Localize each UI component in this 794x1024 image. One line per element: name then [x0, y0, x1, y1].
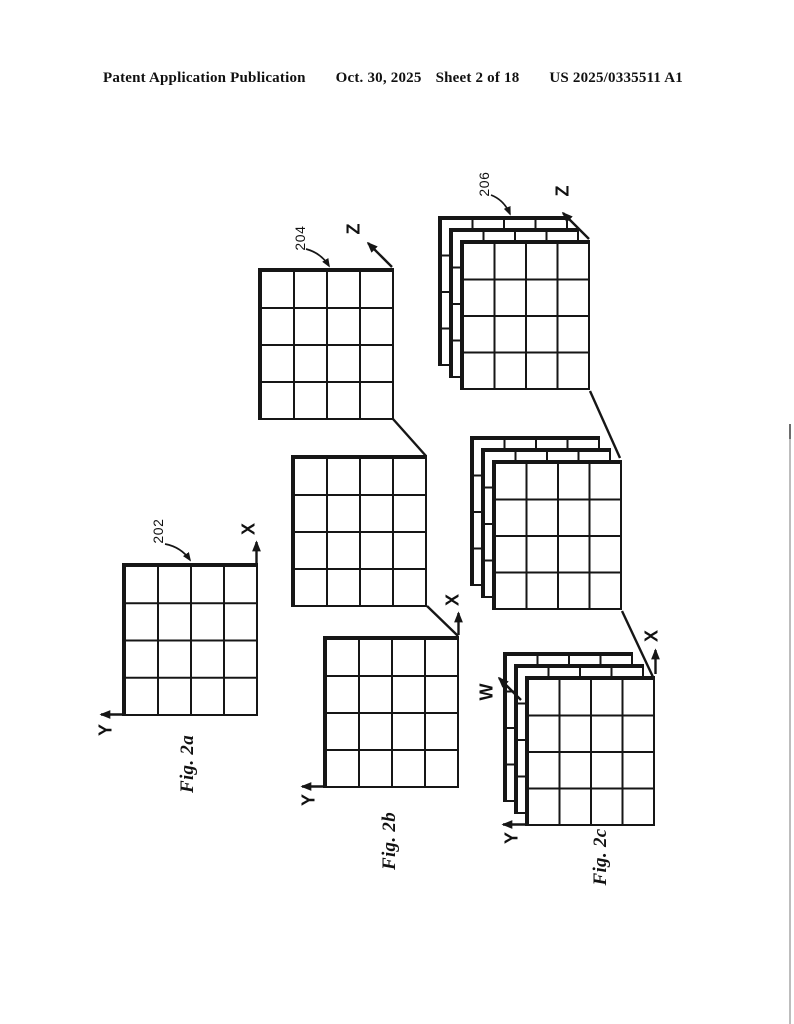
axis-z-arrow-2b	[366, 241, 393, 268]
axis-label-y-2a: Y	[95, 723, 116, 737]
z-connector-2b-2	[426, 605, 459, 637]
tensor-layer-2c-s1-front	[460, 240, 590, 390]
figure-caption-2a: Fig. 2a	[177, 734, 198, 794]
axis-label-w-2c: W	[476, 683, 497, 701]
figure-caption-2b: Fig. 2b	[379, 811, 400, 871]
ref-numeral-204: 204	[292, 225, 308, 251]
ref-pointer-202	[164, 543, 192, 562]
axis-label-x-2a: X	[238, 522, 259, 536]
axis-label-y-2b: Y	[298, 793, 319, 807]
header-publication: Patent Application Publication	[103, 70, 306, 86]
header-date-sheet: Oct. 30, 2025 Sheet 2 of 18	[336, 69, 520, 88]
figure-caption-2c: Fig. 2c	[590, 828, 611, 886]
tensor-layer-2c-s2-front	[492, 460, 622, 610]
axis-label-z-2b: Z	[343, 223, 364, 235]
scan-artifact-mark	[788, 424, 791, 439]
ref-numeral-206: 206	[476, 171, 492, 197]
header-patent-number: US 2025/0335511 A1	[549, 70, 683, 86]
ref-numeral-202: 202	[150, 518, 166, 544]
tensor-plane-2b-1	[258, 268, 394, 420]
ref-pointer-204	[305, 248, 330, 268]
axis-label-y-2c: Y	[501, 831, 522, 845]
header-sheet-number: Sheet 2 of 18	[435, 70, 520, 86]
tensor-plane-2b-3	[323, 636, 459, 788]
z-connector-2b-1	[392, 418, 427, 457]
tensor-layer-2c-s3-front	[525, 676, 655, 826]
header-date: Oct. 30, 2025	[335, 70, 422, 86]
tensor-plane-2b-2	[291, 455, 427, 607]
page-header: Patent Application Publication Oct. 30, …	[103, 69, 683, 88]
axis-label-x-2b: X	[442, 593, 463, 607]
axis-label-x-2c: X	[641, 629, 662, 643]
axis-label-z-2c: Z	[552, 185, 573, 197]
ref-pointer-206	[490, 194, 511, 216]
tensor-grid-2a	[122, 563, 258, 716]
scan-artifact-line	[789, 424, 791, 1024]
